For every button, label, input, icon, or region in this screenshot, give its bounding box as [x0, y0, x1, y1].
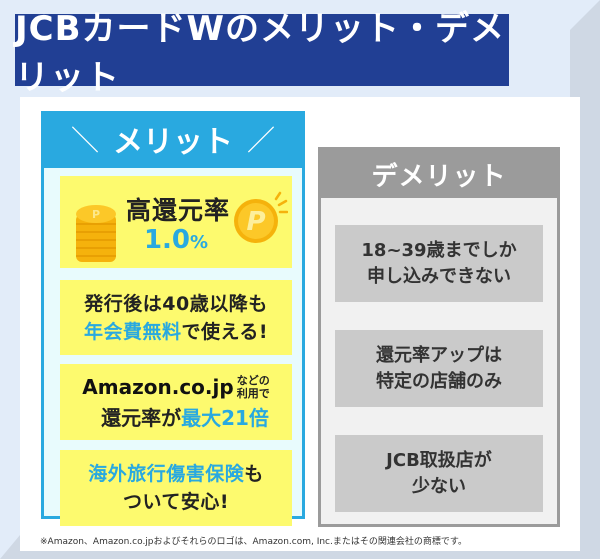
- insurance-line1: 海外旅行傷害保険も: [88, 460, 264, 488]
- demerit-header: デメリット: [371, 161, 507, 192]
- page-title: JCBカードWのメリット・デメリット: [15, 9, 509, 98]
- demerit-panel: デメリット 18~39歳までしか 申し込みできない 還元率アップは 特定の店舗の…: [318, 147, 560, 527]
- svg-text:P: P: [92, 208, 100, 221]
- demerit-body: 18~39歳までしか 申し込みできない 還元率アップは 特定の店舗のみ JCB取…: [321, 198, 557, 524]
- amazon-small-note: などの 利用で: [236, 373, 270, 400]
- slash-right-decoration: ／: [247, 124, 276, 157]
- insurance-rest: も: [244, 463, 264, 485]
- merit-item-reward-rate: P 高還元率 1.0% P: [60, 176, 292, 268]
- merit-item-insurance: 海外旅行傷害保険も ついて安心!: [60, 450, 292, 526]
- insurance-highlight: 海外旅行傷害保険: [88, 463, 245, 485]
- coin-stack-icon: P: [76, 205, 116, 262]
- demerit-item-few-merchants: JCB取扱店が 少ない: [335, 435, 543, 512]
- reward-rate-number: 1.0: [143, 225, 190, 255]
- merit-item-annual-fee: 発行後は40歳以降も 年会費無料で使える!: [60, 280, 292, 355]
- slash-left-decoration: ＼: [70, 124, 99, 157]
- annual-fee-highlight: 年会費無料: [83, 320, 182, 343]
- merit-body: P 高還元率 1.0% P 発行後は40歳以降も 年会費無料で使える!: [44, 168, 302, 526]
- reward-rate-label: 高還元率: [125, 196, 230, 225]
- svg-text:P: P: [246, 207, 265, 237]
- demerit-item-age-limit: 18~39歳までしか 申し込みできない: [335, 225, 543, 302]
- annual-fee-line1: 発行後は40歳以降も: [84, 292, 268, 315]
- page-title-text: JCBカードWのメリット・デメリット: [15, 9, 506, 98]
- merit-panel: ＼ メリット ／ P 高還元率 1.0% P: [41, 111, 305, 526]
- amazon-rate-prefix: 還元率が: [101, 405, 182, 430]
- merit-header: ＼ メリット ／: [44, 114, 302, 164]
- merit-header-label: メリット: [113, 125, 233, 160]
- amazon-brand: Amazon.co.jp: [82, 374, 234, 399]
- amazon-rate-line: 還元率が最大21倍: [101, 402, 269, 431]
- annual-fee-rest: で使える!: [181, 320, 269, 343]
- insurance-line2: ついて安心!: [122, 491, 230, 513]
- trademark-footnote: ※Amazon、Amazon.co.jpおよびそれらのロゴは、Amazon.co…: [40, 537, 467, 547]
- point-coin-icon: P: [234, 191, 288, 243]
- merit-item-amazon: Amazon.co.jp などの 利用で 還元率が最大21倍: [60, 364, 292, 440]
- reward-rate-unit: %: [190, 232, 209, 253]
- demerit-item-limited-stores: 還元率アップは 特定の店舗のみ: [335, 330, 543, 407]
- annual-fee-line2: 年会費無料で使える!: [84, 318, 268, 346]
- amazon-rate-highlight: 最大21倍: [181, 405, 269, 430]
- reward-rate-value: 1.0%: [144, 227, 208, 253]
